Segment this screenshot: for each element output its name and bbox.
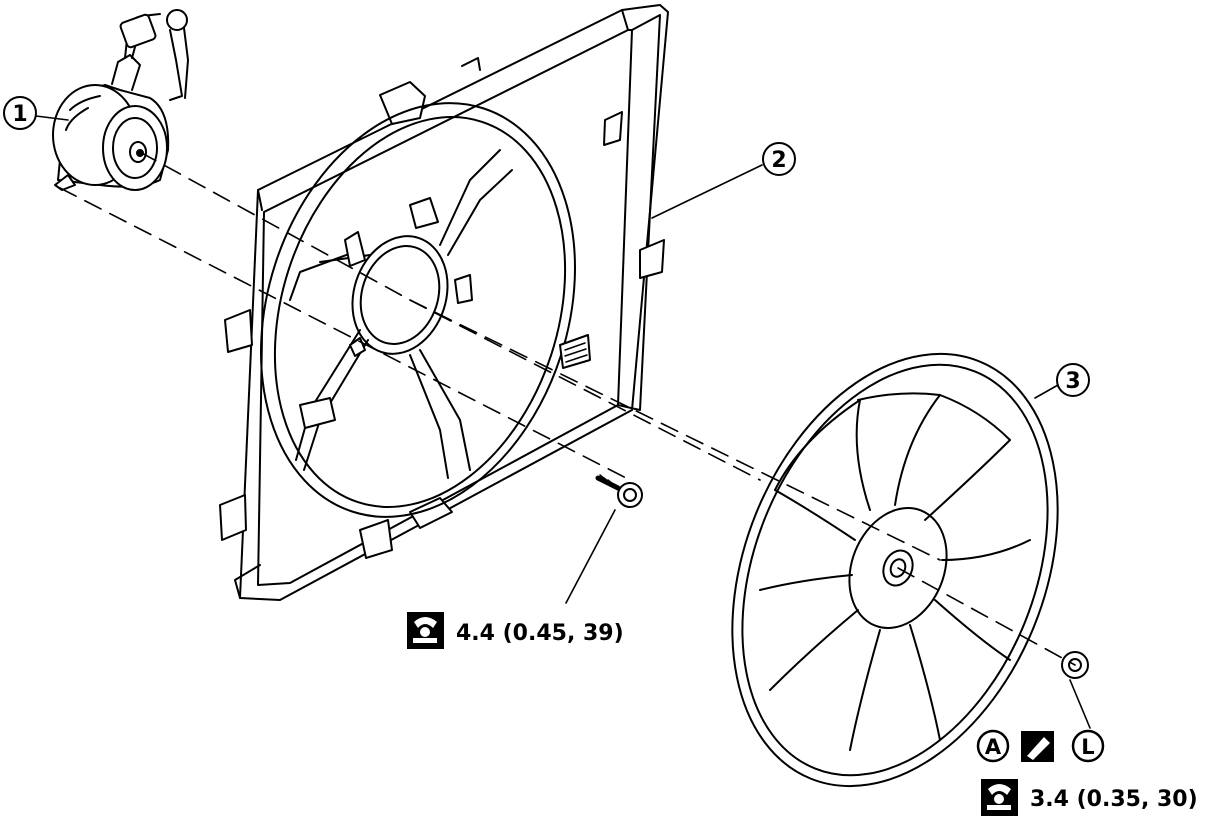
fan-nut-symbols: A L — [976, 729, 1105, 763]
callout-3-text: 3 — [1065, 369, 1080, 394]
torque-wrench-icon — [981, 779, 1018, 816]
torque-value-bolt: 4.4 (0.45, 39) — [456, 621, 624, 646]
fan-motor — [52, 9, 189, 191]
torque-wrench-icon — [407, 612, 444, 649]
assembly-lines — [59, 151, 1076, 666]
callout-3: 3 — [1056, 363, 1090, 397]
callout-1-text: 1 — [12, 102, 27, 127]
callout-1: 1 — [3, 96, 37, 130]
sealant-square-icon — [1021, 731, 1054, 762]
callout-2: 2 — [762, 142, 796, 176]
callout-2-text: 2 — [771, 148, 786, 173]
callout-leaders — [35, 115, 1091, 729]
torque-spec-bolt: 4.4 (0.45, 39) — [407, 612, 624, 649]
symbol-l: L — [1071, 729, 1105, 763]
fan-shroud — [219, 4, 669, 601]
symbol-a-text: A — [985, 735, 1002, 759]
torque-spec-nut: 3.4 (0.35, 30) — [981, 779, 1198, 816]
shroud-bolt — [595, 474, 643, 508]
torque-value-nut: 3.4 (0.35, 30) — [1030, 787, 1198, 812]
fan-blade — [731, 352, 1059, 788]
symbol-a: A — [976, 729, 1010, 763]
symbol-l-text: L — [1081, 735, 1094, 759]
